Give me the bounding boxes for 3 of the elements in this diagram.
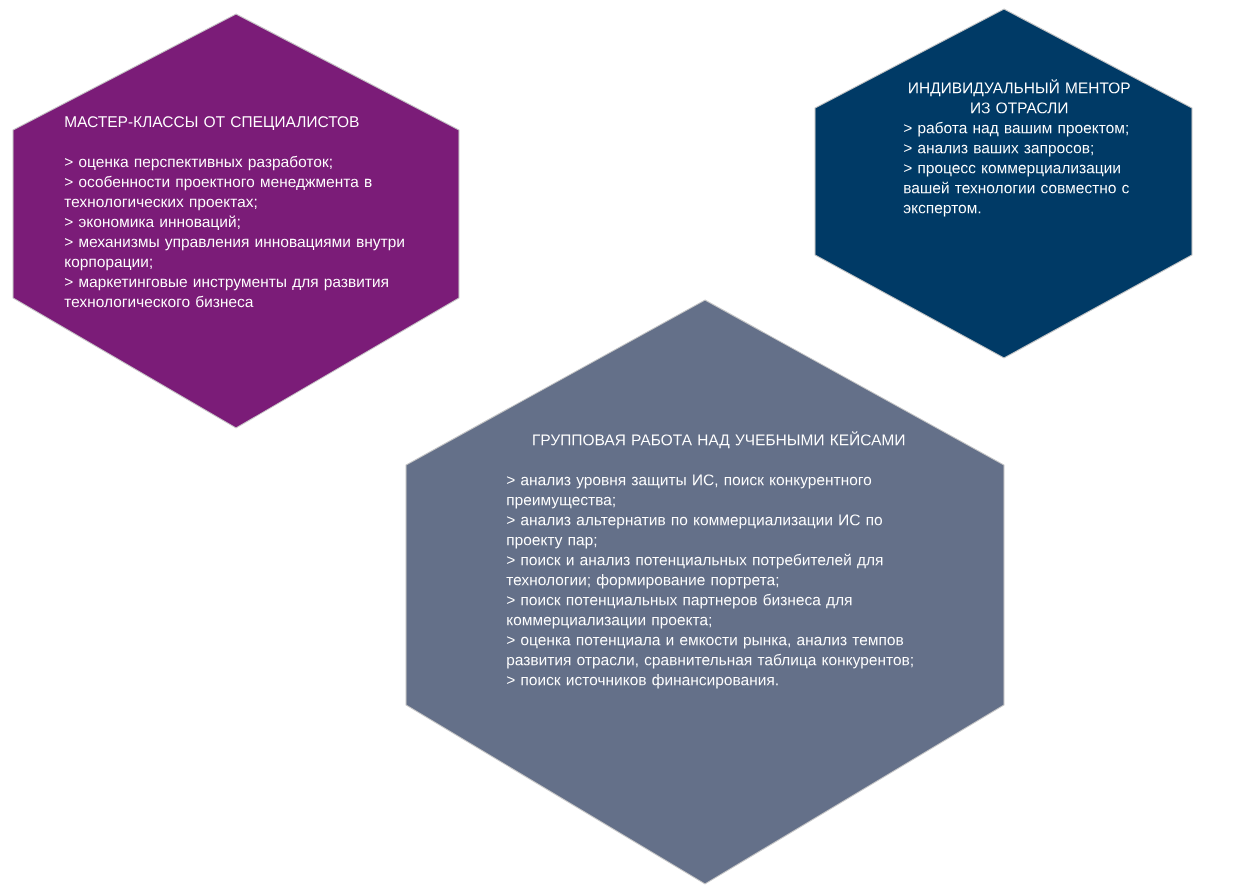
hexagon: ИНДИВИДУАЛЬНЫЙ МЕНТОР ИЗ ОТРАСЛИ > работа над вашим проектом; > анализ ваших запросов; > процесс коммерциализации вашей технологии совместно с экспертом.	[814, 8, 1193, 359]
hexagon: МАСТЕР-КЛАССЫ ОТ СПЕЦИАЛИСТОВ > оценка перспективных разработок; > особенности проектного менеджмента в технологических проектах; > экономика инноваций; > механизмы управления инновациями внутри корпорации; > маркетинговые инструменты для развития технологического бизнеса	[12, 13, 460, 429]
hexagon: ГРУППОВАЯ РАБОТА НАД УЧЕБНЫМИ КЕЙСАМИ > анализ уровня защиты ИС, поиск конкурентного преимущества; > анализ альтернатив по коммерциализации ИС по проекту пар; > поиск и анализ потенциальных потребителей для технологии; формирование портрета; > поиск потенциальных партнеров бизнеса для коммерциализации проекта; > оценка потенциала и емкости рынка, анализ темпов развития отрасли, сравнительная таблица конкурентов; > поиск источников финансирования.	[405, 299, 1005, 885]
